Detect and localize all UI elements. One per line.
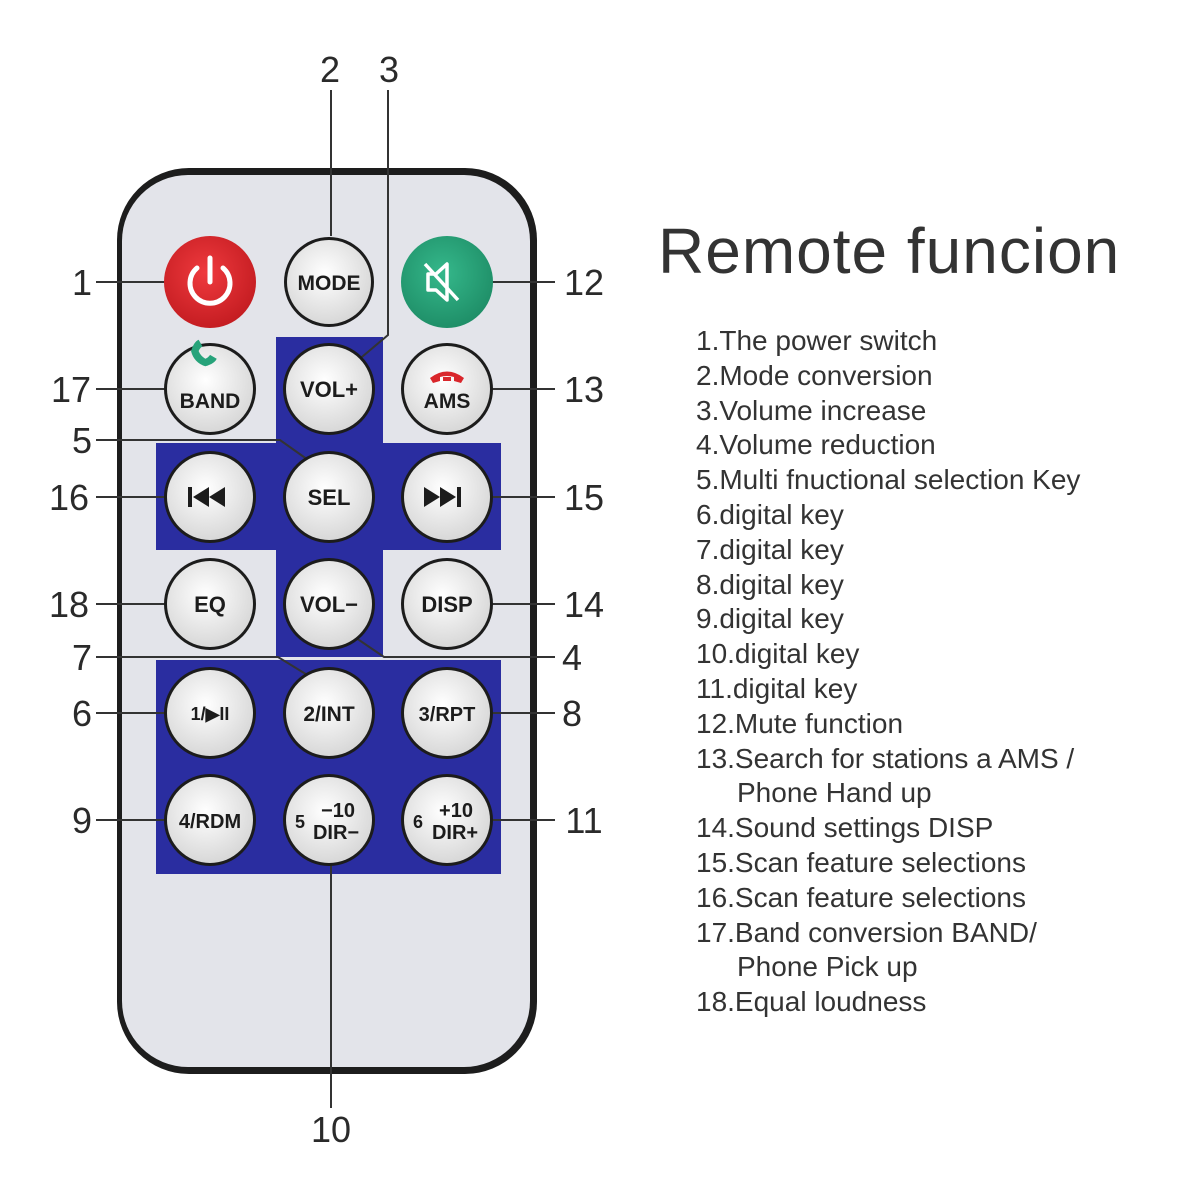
callout-7: 7 bbox=[72, 637, 92, 678]
key4-button-label: 4/RDM bbox=[179, 811, 241, 833]
sel-button[interactable]: SEL bbox=[283, 451, 375, 543]
list-item: 16.Scan feature selections bbox=[696, 881, 1026, 913]
page-title: Remote funcion bbox=[658, 215, 1121, 287]
list-item: 18.Equal loudness bbox=[696, 986, 927, 1018]
key1-button-label: 1/▶II bbox=[191, 704, 230, 724]
list-item: 10.digital key bbox=[696, 638, 860, 670]
key5-bottom-label: DIR− bbox=[313, 822, 359, 844]
next-button[interactable] bbox=[401, 451, 493, 543]
callout-1: 1 bbox=[72, 262, 92, 303]
callout-8: 8 bbox=[562, 693, 582, 734]
phone-hangup-icon bbox=[430, 371, 464, 383]
list-item: 17.Band conversion BAND/ bbox=[696, 916, 1037, 948]
callout-14: 14 bbox=[564, 584, 604, 625]
eq-button[interactable]: EQ bbox=[164, 558, 256, 650]
key1-button[interactable]: 1/▶II bbox=[164, 667, 256, 759]
callout-4: 4 bbox=[562, 637, 582, 678]
vol-up-button-label: VOL+ bbox=[300, 377, 358, 402]
disp-button[interactable]: DISP bbox=[401, 558, 493, 650]
callout-18: 18 bbox=[49, 584, 89, 625]
list-item: 1.The power switch bbox=[696, 325, 938, 356]
key2-button[interactable]: 2/INT bbox=[283, 667, 375, 759]
key6-button[interactable]: 6 +10 DIR+ bbox=[401, 774, 493, 866]
key5-digit: 5 bbox=[295, 812, 305, 832]
key2-button-label: 2/INT bbox=[303, 703, 355, 726]
list-item: 3.Volume increase bbox=[696, 394, 927, 426]
list-item: 9.digital key bbox=[696, 603, 844, 635]
key5-top-label: −10 bbox=[321, 800, 355, 822]
mode-button[interactable]: MODE bbox=[284, 237, 374, 327]
list-item-continuation: Phone Hand up bbox=[737, 777, 932, 809]
band-button[interactable]: BAND bbox=[164, 339, 256, 435]
list-item: 15.Scan feature selections bbox=[696, 846, 1026, 878]
phone-pickup-icon bbox=[191, 339, 217, 367]
key5-button[interactable]: 5 −10 DIR− bbox=[283, 774, 375, 866]
key3-button-label: 3/RPT bbox=[419, 704, 476, 726]
power-icon bbox=[187, 255, 233, 306]
callout-9: 9 bbox=[72, 800, 92, 841]
skip-next-icon bbox=[424, 487, 461, 507]
list-item: 5.Multi fnuctional selection Key bbox=[696, 464, 1081, 496]
callout-6: 6 bbox=[72, 693, 92, 734]
list-item-continuation: Phone Pick up bbox=[737, 951, 918, 983]
callout-12: 12 bbox=[564, 262, 604, 303]
callout-5: 5 bbox=[72, 420, 92, 461]
function-list: 1.The power switch 2.Mode conversion 3.V… bbox=[696, 324, 1080, 1020]
mute-button[interactable] bbox=[401, 236, 493, 328]
eq-button-label: EQ bbox=[194, 592, 226, 617]
band-button-label: BAND bbox=[180, 390, 241, 413]
list-item: 4.Volume reduction bbox=[696, 429, 936, 461]
skip-previous-icon bbox=[188, 487, 225, 507]
list-item: 7.digital key bbox=[696, 533, 844, 565]
callout-17: 17 bbox=[51, 369, 91, 410]
prev-button[interactable] bbox=[164, 451, 256, 543]
callout-15: 15 bbox=[564, 477, 604, 518]
callout-13: 13 bbox=[564, 369, 604, 410]
key6-bottom-label: DIR+ bbox=[432, 822, 478, 844]
vol-down-button[interactable]: VOL− bbox=[283, 558, 375, 650]
sel-button-label: SEL bbox=[308, 485, 351, 510]
list-item: 14.Sound settings DISP bbox=[696, 812, 994, 844]
speaker-mute-icon bbox=[423, 262, 460, 302]
callout-11: 11 bbox=[565, 800, 602, 841]
list-item: 12.Mute function bbox=[696, 707, 904, 739]
list-item: 13.Search for stations a AMS / bbox=[696, 742, 1075, 774]
callout-16: 16 bbox=[49, 477, 89, 518]
key4-button[interactable]: 4/RDM bbox=[164, 774, 256, 866]
key3-button[interactable]: 3/RPT bbox=[401, 667, 493, 759]
power-button[interactable] bbox=[164, 236, 256, 328]
list-item: 2.Mode conversion bbox=[696, 359, 933, 391]
list-item: 11.digital key bbox=[696, 672, 858, 704]
callout-2: 2 bbox=[320, 49, 340, 90]
ams-button[interactable]: AMS bbox=[401, 343, 493, 435]
list-item: 8.digital key bbox=[696, 568, 844, 600]
callout-10: 10 bbox=[311, 1109, 351, 1150]
key6-top-label: +10 bbox=[439, 800, 473, 822]
list-item: 6.digital key bbox=[696, 498, 844, 530]
ams-button-label: AMS bbox=[424, 390, 471, 413]
disp-button-label: DISP bbox=[421, 592, 472, 617]
key6-digit: 6 bbox=[413, 812, 423, 832]
vol-down-button-label: VOL− bbox=[300, 592, 358, 617]
callout-3: 3 bbox=[379, 49, 399, 90]
mode-button-label: MODE bbox=[298, 272, 361, 295]
vol-up-button[interactable]: VOL+ bbox=[283, 343, 375, 435]
